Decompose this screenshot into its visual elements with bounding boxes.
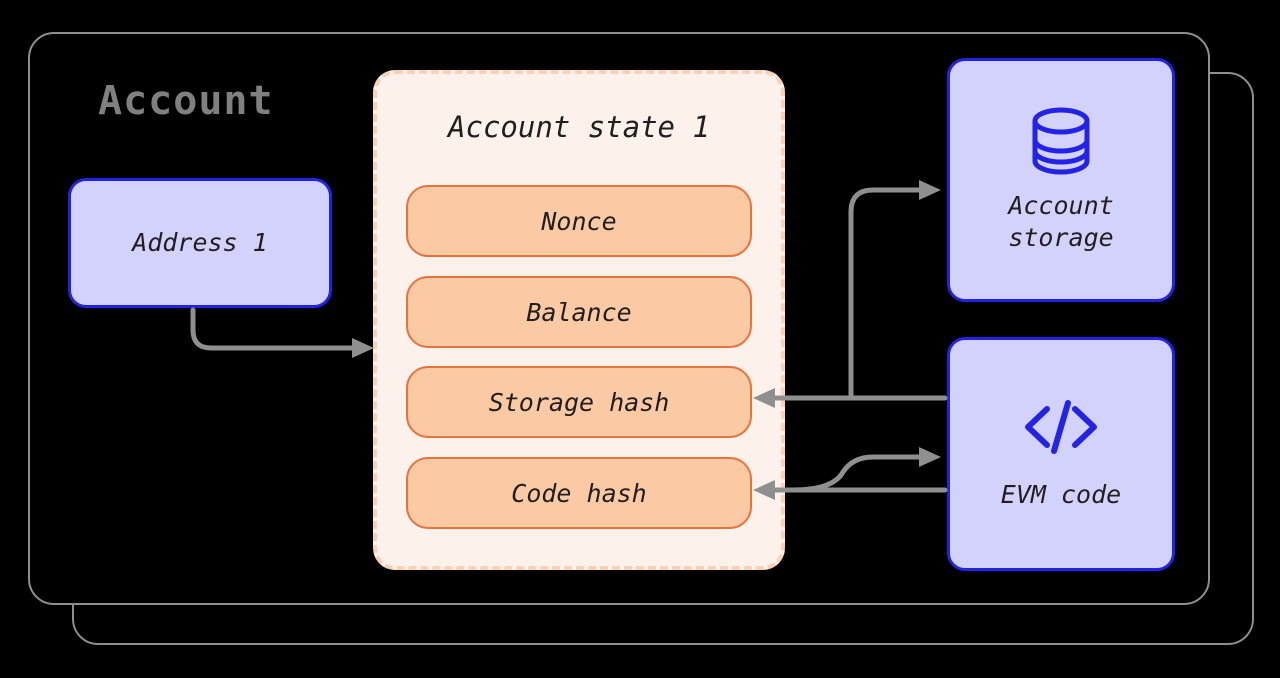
account-state-panel: Account state 1 Nonce Balance Storage ha… <box>373 70 785 570</box>
account-storage-node-label: Account storage <box>1008 190 1114 253</box>
account-storage-node[interactable]: Account storage <box>947 58 1175 302</box>
field-label: Nonce <box>541 206 617 236</box>
account-state-field-code-hash[interactable]: Code hash <box>406 457 752 529</box>
evm-code-node-label: EVM code <box>1000 479 1122 509</box>
code-brackets-icon <box>1022 397 1100 457</box>
account-state-field-balance[interactable]: Balance <box>406 276 752 348</box>
database-icon <box>1030 106 1092 176</box>
evm-code-node[interactable]: EVM code <box>947 337 1175 571</box>
address-node[interactable]: Address 1 <box>68 178 332 308</box>
field-label: Storage hash <box>488 387 670 417</box>
account-state-field-nonce[interactable]: Nonce <box>406 185 752 257</box>
page-title: Account <box>98 78 274 124</box>
field-label: Balance <box>526 297 632 327</box>
account-state-title: Account state 1 <box>448 110 710 144</box>
account-state-field-storage-hash[interactable]: Storage hash <box>406 366 752 438</box>
field-label: Code hash <box>511 478 647 508</box>
address-node-label: Address 1 <box>132 227 268 257</box>
